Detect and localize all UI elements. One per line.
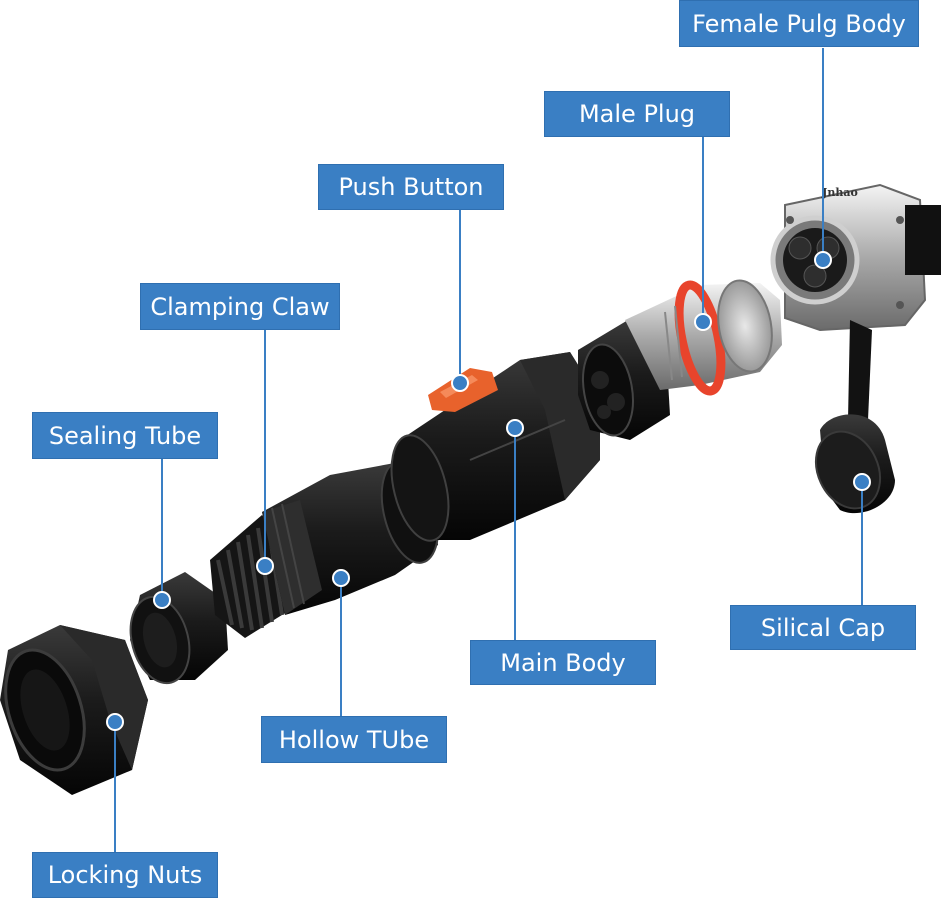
pointer-dot-clamping-claw — [256, 557, 274, 575]
pointer-dot-push-button — [451, 374, 469, 392]
pointer-dot-male-plug — [694, 313, 712, 331]
label-female-plug-body: Female Pulg Body — [679, 0, 919, 47]
pointer-dot-hollow-tube — [332, 569, 350, 587]
silical-cap-part — [814, 320, 895, 514]
male-plug-part — [578, 279, 782, 440]
label-clamping-claw: Clamping Claw — [140, 283, 340, 330]
label-main-body: Main Body — [470, 640, 656, 685]
leader-lines — [114, 48, 863, 852]
label-locking-nuts: Locking Nuts — [32, 852, 218, 898]
pointer-dot-main-body — [506, 419, 524, 437]
pointer-dot-sealing-tube — [153, 591, 171, 609]
pointer-dot-silical-cap — [853, 473, 871, 491]
sealing-tube-part — [129, 572, 228, 685]
label-silical-cap: Silical Cap — [730, 605, 916, 650]
female-plug-body-part: Jnhao — [770, 183, 941, 332]
pointer-dot-locking-nuts — [106, 713, 124, 731]
brand-marking: Jnhao — [821, 186, 858, 199]
label-male-plug: Male Plug — [544, 91, 730, 137]
label-push-button: Push Button — [318, 164, 504, 210]
label-sealing-tube: Sealing Tube — [32, 412, 218, 459]
label-hollow-tube: Hollow TUbe — [261, 716, 447, 763]
pointer-dot-female-plug-body — [814, 251, 832, 269]
main-body-part — [390, 352, 600, 542]
locking-nut-part — [0, 625, 148, 795]
